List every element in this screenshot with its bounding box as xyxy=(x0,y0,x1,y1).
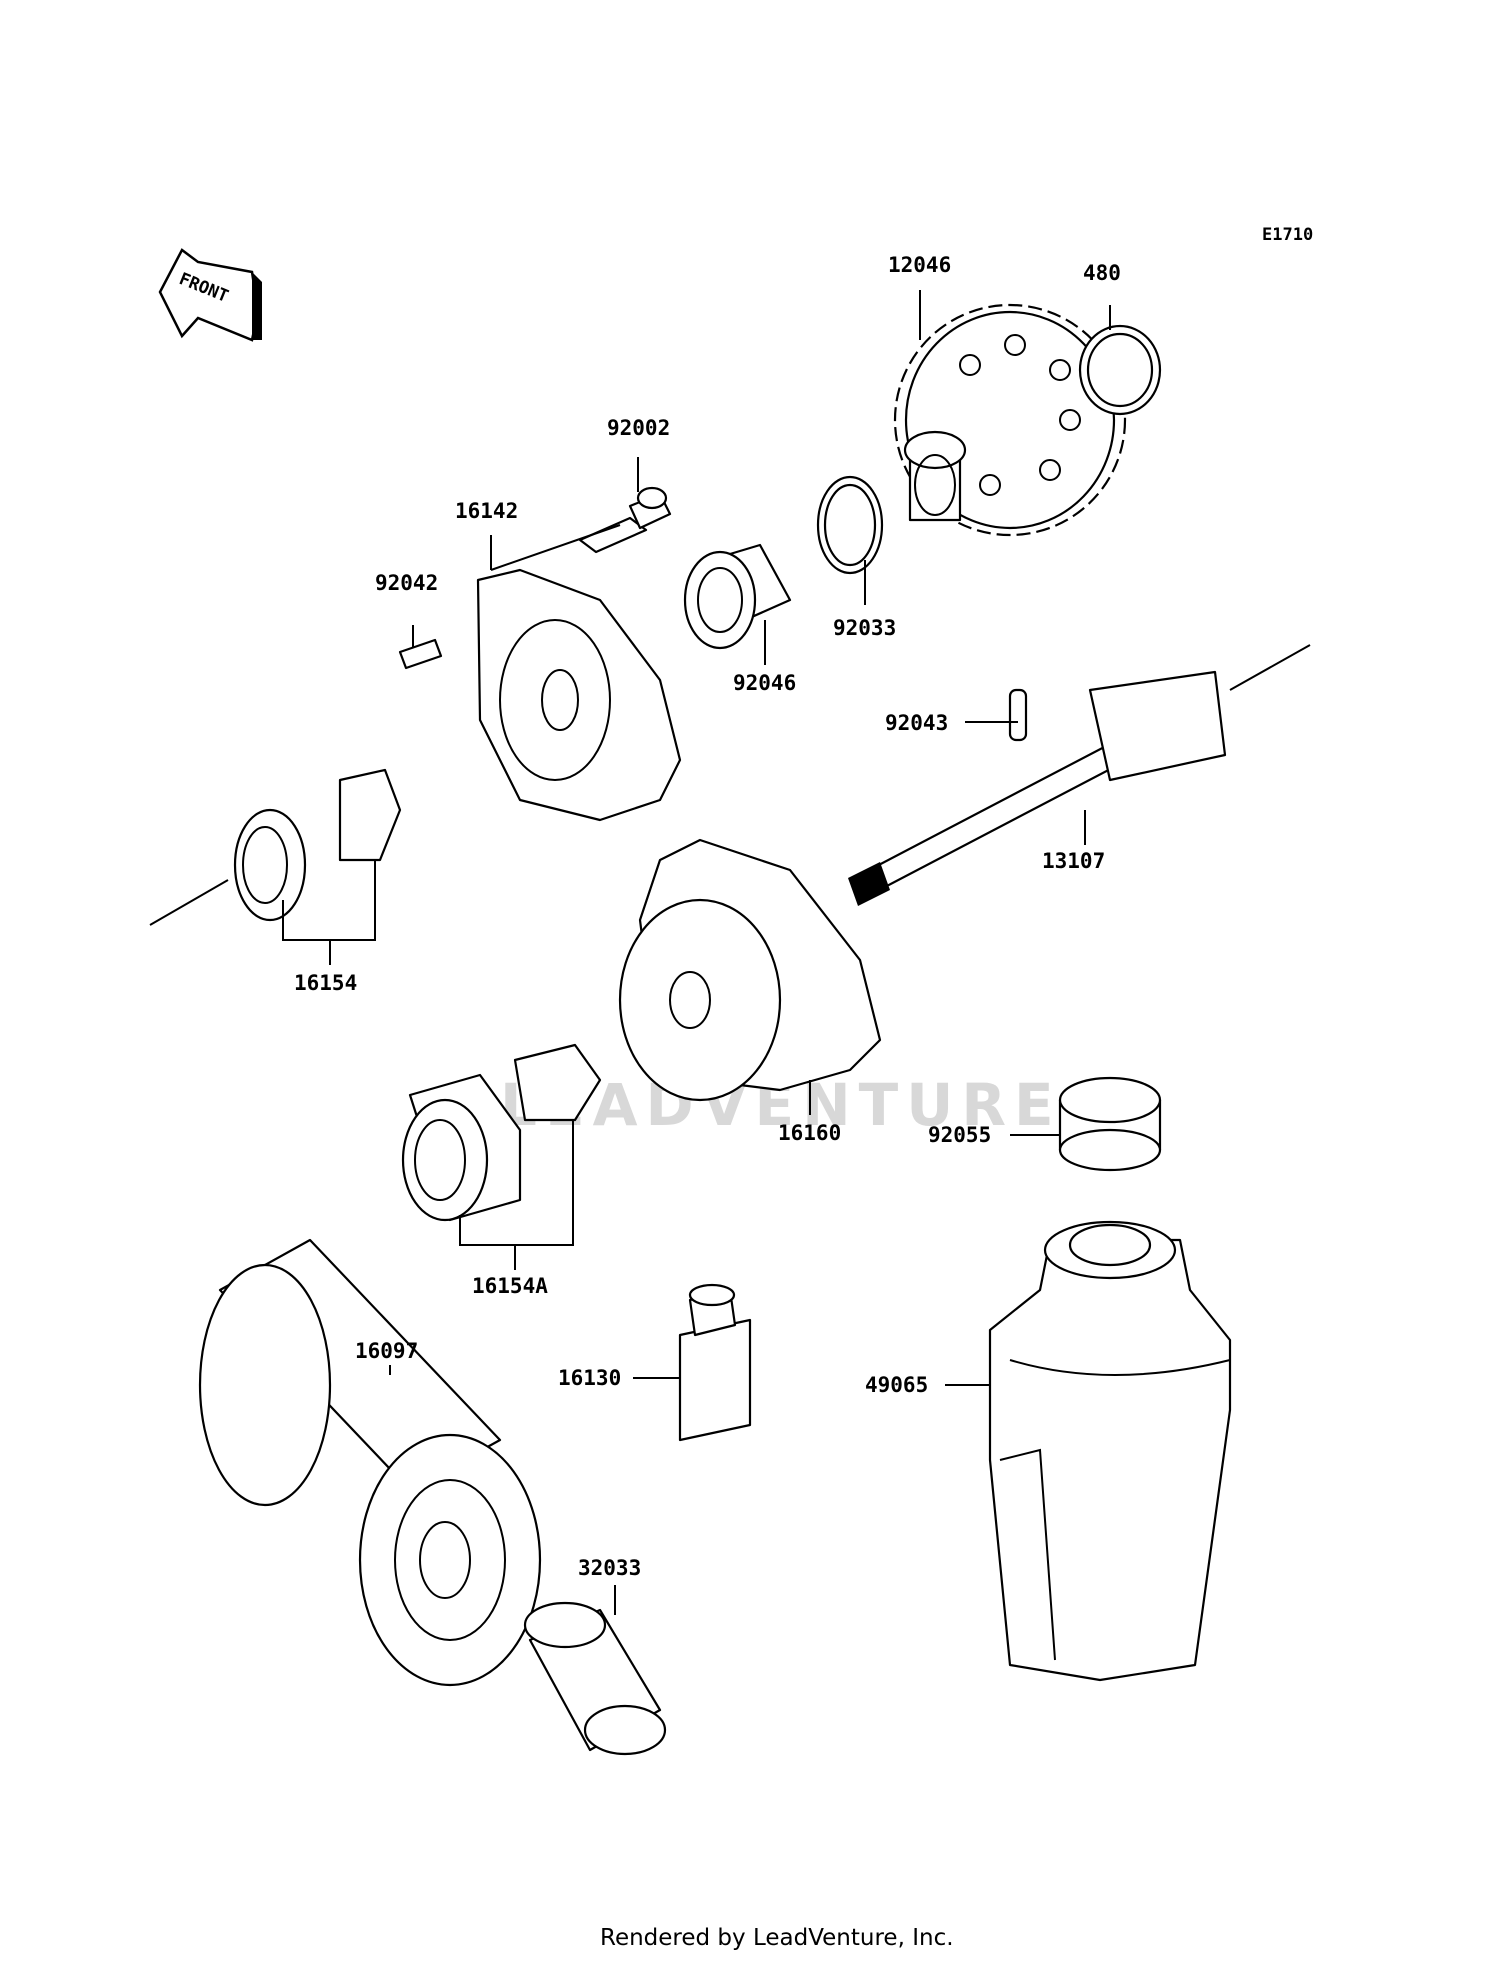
label-92002: 92002 xyxy=(607,416,670,440)
label-16154a: 16154A xyxy=(472,1274,548,1298)
pump-cover-16142 xyxy=(476,568,682,822)
label-16142: 16142 xyxy=(455,499,518,523)
label-92042: 92042 xyxy=(375,571,438,595)
diagram-code: E1710 xyxy=(1262,225,1313,245)
label-92033: 92033 xyxy=(833,616,896,640)
label-49065: 49065 xyxy=(865,1373,928,1397)
oil-filter-16097 xyxy=(198,1238,542,1687)
oil-seal-92055 xyxy=(1058,1076,1162,1172)
label-92055: 92055 xyxy=(928,1123,991,1147)
label-12046: 12046 xyxy=(888,253,951,277)
rotor-set-16154a xyxy=(401,1043,602,1222)
fitting-16130 xyxy=(678,1283,752,1442)
bearing-92046 xyxy=(683,543,792,650)
shaft-13107 xyxy=(848,670,1227,906)
footer-credit: Rendered by LeadVenture, Inc. xyxy=(600,1925,954,1951)
gear-12046 xyxy=(893,303,1127,537)
label-92046: 92046 xyxy=(733,671,796,695)
snap-ring-92033 xyxy=(816,475,884,575)
housing-49065 xyxy=(988,1220,1232,1682)
circlip-480 xyxy=(1078,324,1162,416)
front-arrow-icon: FRONT xyxy=(158,248,262,342)
strainer-32033 xyxy=(523,1601,667,1756)
label-92043: 92043 xyxy=(885,711,948,735)
label-16130: 16130 xyxy=(558,1366,621,1390)
dowel-pin-92042 xyxy=(398,638,443,670)
rotor-set-16154 xyxy=(233,768,402,922)
label-16154: 16154 xyxy=(294,971,357,995)
label-16160: 16160 xyxy=(778,1121,841,1145)
label-480: 480 xyxy=(1083,261,1121,285)
label-32033: 32033 xyxy=(578,1556,641,1580)
pin-92043 xyxy=(1008,688,1028,742)
label-13107: 13107 xyxy=(1042,849,1105,873)
bolt-92002 xyxy=(578,486,672,554)
label-16097: 16097 xyxy=(355,1339,418,1363)
pump-body-16160 xyxy=(618,838,882,1102)
